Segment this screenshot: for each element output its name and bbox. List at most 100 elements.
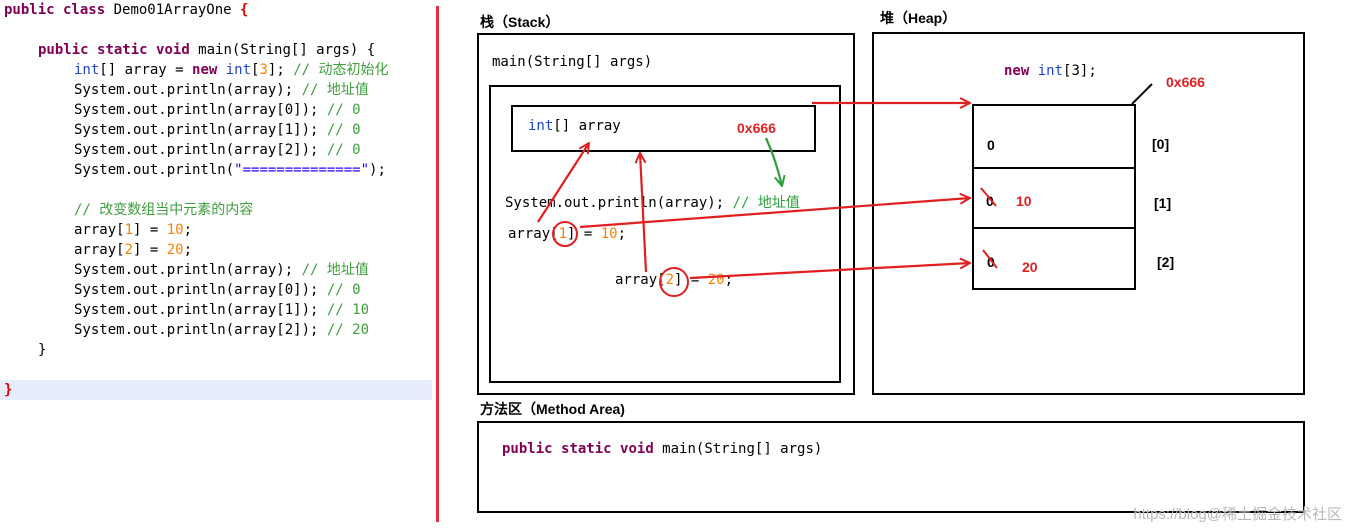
type: int [74,62,100,78]
code-text: System.out.println(array[1]); [74,302,327,318]
array-object-box [972,104,1136,290]
assign-2-arrow [689,263,970,280]
code-text: [ [251,62,260,78]
keyword: static [561,441,612,457]
array-variable-label: int[] array [528,118,621,134]
code-text: array[ [508,226,559,242]
method-area-content: public static void main(String[] args) [502,441,822,457]
stack-box [477,33,855,395]
number: 1 [558,226,568,242]
number: 10 [166,222,184,238]
array-variable-address: 0x666 [737,120,776,136]
comment: // 0 [326,282,361,298]
comment: // 地址值 [301,262,369,278]
code-text: System.out.println(array[0]); [74,282,327,298]
code-text: System.out.println( [74,162,235,178]
index-1-circle [552,221,578,247]
heap-title: 堆（Heap） [880,10,957,26]
code-text: ; [183,242,193,258]
assign-1-arrow [579,198,970,229]
type: int [225,62,252,78]
print-address-arrow [764,137,782,186]
code-text: [] array = [99,62,193,78]
code-text: System.out.println(array[0]); [74,102,327,118]
method-area-box [477,421,1305,513]
current-line-highlight [0,380,432,400]
code-line-5: System.out.println(array[2]); // 0 [74,140,361,160]
code-text: System.out.println(array); [505,195,733,211]
main-frame-box [489,85,841,383]
code-text: [3]; [1063,63,1097,79]
keyword: void [620,441,654,457]
number: 10 [600,226,618,242]
method-signature: main(String[] args) [653,441,823,457]
type: int [1037,63,1064,79]
keyword: class [54,2,114,18]
index-2-circle [659,267,689,297]
array-variable-box [511,105,816,152]
keyword: static [97,42,148,58]
method-signature: main(String[] args) { [189,42,376,58]
variable-name: [] array [553,118,621,134]
stack-title: 栈（Stack） [480,14,560,30]
keyword: new [192,62,218,78]
code-text: System.out.println(array[2]); [74,142,327,158]
cell-0-value: 0 [987,137,995,153]
comment: // 地址值 [732,195,800,211]
code-text: ; [183,222,193,238]
code-line-8: array[2] = 20; [74,240,192,260]
code-line-3: System.out.println(array[0]); // 0 [74,100,361,120]
number: 3 [259,62,268,78]
code-comment-change: // 改变数组当中元素的内容 [74,202,254,218]
keyword: public [38,42,89,58]
comment: // 20 [326,322,370,338]
keyword: new [1004,63,1030,79]
assign-statement-1: array[1] = 10; [508,226,626,242]
code-line-class: public class Demo01ArrayOne { [4,0,248,20]
heap-address-pointer [1131,83,1153,105]
main-frame-label: main(String[] args) [492,54,653,70]
comment: // 地址值 [301,82,369,98]
comment: // 动态初始化 [293,62,389,78]
comment: // 0 [326,102,361,118]
code-text: System.out.println(array); [74,262,302,278]
code-line-2: System.out.println(array); // 地址值 [74,80,369,100]
cell-2-strikethrough [982,249,998,269]
code-text: System.out.println(array); [74,82,302,98]
code-line-7: array[1] = 10; [74,220,192,240]
code-line-9: System.out.println(array); // 地址值 [74,260,369,280]
cell-2-index: [2] [1157,254,1175,270]
code-text: ] = [567,226,601,242]
code-text: System.out.println(array[2]); [74,322,327,338]
cell-2-new-value: 20 [1022,259,1038,275]
code-line-12: System.out.println(array[2]); // 20 [74,320,369,340]
number: 2 [665,272,675,288]
panel-divider [436,6,439,522]
code-line-6: System.out.println("=============="); [74,160,386,180]
code-line-1: int[] array = new int[3]; // 动态初始化 [74,60,389,80]
code-panel: public class Demo01ArrayOne { public sta… [0,0,436,530]
code-line-10: System.out.println(array[0]); // 0 [74,280,361,300]
code-text: ); [369,162,386,178]
code-close-class: } [4,382,13,398]
cell-1-value: 0 [986,193,994,209]
cell-1-index: [1] [1154,195,1172,211]
println-statement: System.out.println(array); // 地址值 [505,192,800,212]
keyword: public [502,441,553,457]
class-name: Demo01ArrayOne [113,2,232,18]
cell-0-index: [0] [1152,136,1170,152]
brace: { [231,2,249,18]
heap-box [872,32,1305,395]
code-text: ] = [133,222,167,238]
number: 20 [166,242,184,258]
code-text: ] = [133,242,167,258]
code-line-main: public static void main(String[] args) { [38,40,375,60]
code-text: array[ [74,242,125,258]
comment: // 10 [326,302,370,318]
method-area-title: 方法区（Method Area) [480,401,625,417]
code-text: array[ [74,222,125,238]
number: 2 [124,242,134,258]
code-text: System.out.println(array[1]); [74,122,327,138]
cell-2-value: 0 [987,254,995,270]
